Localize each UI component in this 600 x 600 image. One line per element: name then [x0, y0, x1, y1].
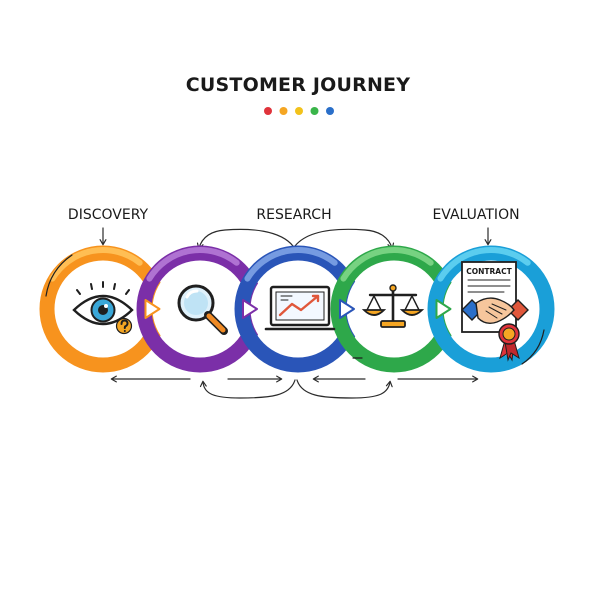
eye-icon [72, 281, 134, 335]
flow-chevron-2 [242, 299, 258, 319]
magnifier-icon [177, 284, 228, 335]
ring-highlight-analysis [244, 247, 338, 282]
accent-right [521, 329, 545, 365]
ring-highlight-comparison [340, 247, 434, 282]
label-research: RESEARCH [256, 207, 331, 223]
title-dot-blue [326, 107, 334, 115]
chart-icon [264, 285, 336, 331]
title-dot-yellow [295, 107, 303, 115]
title-dot-orange [279, 107, 288, 115]
label-discovery: DISCOVERY [68, 207, 149, 223]
flow-chevron-4 [435, 299, 452, 319]
contract-label: CONTRACT [466, 267, 512, 276]
flow-chevron-3 [339, 299, 355, 319]
scales-icon [361, 284, 425, 328]
ring-band-evaluation [427, 245, 555, 373]
icons: CONTRACT [72, 261, 529, 362]
ring-highlight-discovery [49, 247, 143, 282]
accent-left [45, 254, 73, 297]
research-right-bracket [294, 228, 395, 250]
bottom-bracket-left [199, 379, 296, 399]
ring-highlight-evaluation [437, 247, 531, 282]
bottom-bracket-right [296, 379, 393, 399]
top-connectors [99, 227, 492, 250]
title-color-dots [264, 107, 334, 115]
title-dot-red [264, 107, 272, 115]
bottom-connectors [110, 375, 479, 399]
sketch-accents [45, 254, 545, 365]
handshake-contract-icon: CONTRACT [461, 261, 529, 362]
ring-highlight-search [146, 247, 240, 282]
label-evaluation: EVALUATION [432, 207, 519, 223]
title-dot-green [310, 107, 319, 115]
research-left-bracket [196, 228, 294, 250]
flow-chevron-1 [144, 299, 161, 319]
page-title: CUSTOMER JOURNEY [186, 74, 410, 96]
